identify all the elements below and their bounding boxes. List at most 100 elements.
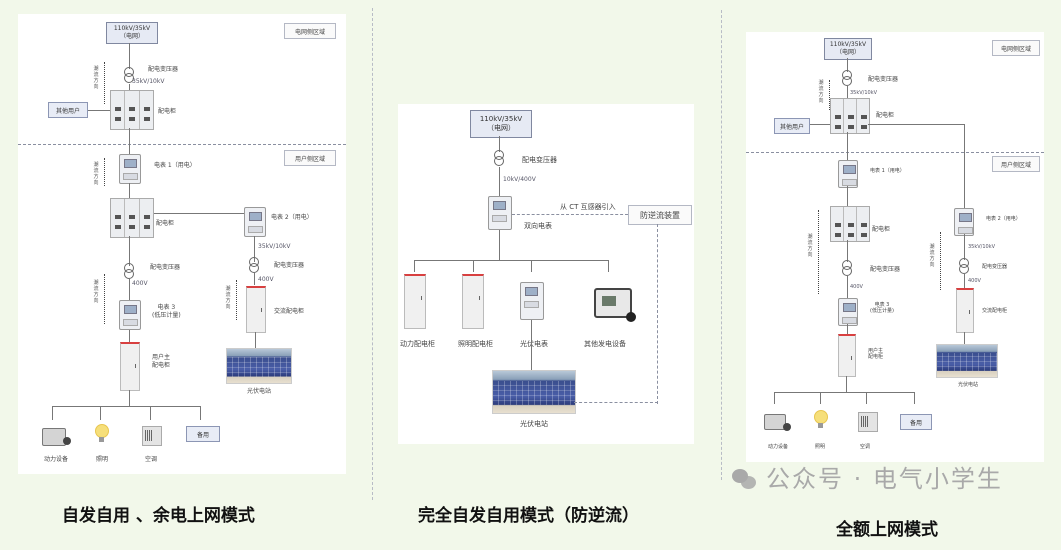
connector-line bbox=[868, 124, 964, 125]
transformer-icon bbox=[124, 263, 134, 279]
flow-arrow-bidirectional bbox=[104, 158, 105, 186]
load-label: 空调 bbox=[860, 444, 871, 450]
connector-line bbox=[100, 406, 101, 420]
grid-source-voltage: 110kV/35kV bbox=[113, 25, 151, 33]
user-cabinet-subtitle: 配电柜 bbox=[152, 361, 171, 369]
connector-line bbox=[254, 273, 255, 285]
connector-line bbox=[847, 132, 848, 162]
connector-line bbox=[847, 276, 848, 298]
transformer-label: 配电变压器 bbox=[868, 76, 899, 83]
bidirectional-meter-label: 双向电表 bbox=[524, 222, 552, 230]
region-divider bbox=[746, 152, 1044, 153]
connector-line bbox=[473, 260, 474, 272]
ac-cabinet-icon bbox=[246, 286, 266, 333]
transformer-icon bbox=[124, 67, 134, 83]
grid-source-label: （电网） bbox=[487, 124, 515, 132]
power-cabinet-icon bbox=[404, 274, 426, 329]
switchgear-label: 配电柜 bbox=[872, 226, 891, 233]
pv-station-image bbox=[492, 370, 576, 414]
ac-cabinet-label: 交流配电柜 bbox=[982, 308, 1008, 314]
transformer-icon bbox=[249, 257, 259, 273]
load-label: 其他发电设备 bbox=[584, 340, 626, 348]
user-main-cabinet-icon bbox=[838, 334, 856, 377]
connector-line bbox=[414, 260, 415, 272]
load-label: 动力设备 bbox=[44, 456, 69, 463]
connector-line bbox=[129, 390, 130, 406]
meter-label: 电表 2（用电） bbox=[271, 214, 313, 221]
connector-line bbox=[254, 236, 255, 262]
user-cabinet-label: 用户主 配电柜 bbox=[152, 354, 170, 369]
user-region-label: 用户侧区域 bbox=[992, 156, 1040, 172]
meter-label: 电表 1（用电） bbox=[870, 168, 905, 174]
voltage-label: 400V bbox=[258, 276, 274, 283]
connector-line bbox=[847, 58, 848, 72]
meter3-title: 电表 3 bbox=[157, 304, 176, 311]
motor-icon bbox=[764, 414, 791, 431]
meter-icon bbox=[838, 160, 858, 188]
connector-line bbox=[129, 183, 130, 199]
user-cabinet-title: 用户主 bbox=[868, 348, 884, 354]
transformer-label: 配电变压器 bbox=[870, 266, 901, 273]
pv-station-image bbox=[936, 344, 998, 378]
connector-line bbox=[847, 240, 848, 262]
meter-icon bbox=[119, 154, 141, 184]
transformer-icon bbox=[842, 70, 852, 86]
grid-source-box: 110kV/35kV （电网） bbox=[824, 38, 872, 60]
connector-line bbox=[531, 320, 532, 370]
lighting-cabinet-icon bbox=[462, 274, 484, 329]
connector-line bbox=[808, 124, 830, 125]
feedback-line bbox=[657, 224, 658, 404]
load-label: 空调 bbox=[145, 456, 158, 463]
flow-direction-label: 潮流方向 bbox=[929, 244, 935, 268]
pv-station-label: 光伏电站 bbox=[958, 382, 979, 388]
connector-line bbox=[964, 332, 965, 344]
load-label: 动力配电柜 bbox=[400, 340, 435, 348]
other-users-box: 其他用户 bbox=[48, 102, 88, 118]
voltage-label: 400V bbox=[132, 280, 148, 287]
voltage-label: 35kV/10kV bbox=[258, 243, 291, 250]
load-bus-line bbox=[414, 260, 608, 261]
switchgear-label: 配电柜 bbox=[156, 220, 175, 227]
connector-line bbox=[52, 406, 53, 420]
load-bus-line bbox=[52, 406, 200, 407]
ct-label: 从 CT 互感器引入 bbox=[560, 203, 616, 211]
connector-line bbox=[847, 186, 848, 206]
meter3-subtitle: (低压计量) bbox=[870, 308, 894, 315]
flow-arrow-down bbox=[104, 274, 105, 324]
connector-line bbox=[499, 230, 500, 260]
connector-line bbox=[820, 392, 821, 404]
voltage-label: 35kV/10kV bbox=[850, 90, 878, 96]
user-cabinet-title: 用户主 bbox=[152, 354, 171, 361]
switchgear-icon bbox=[830, 206, 870, 242]
user-cabinet-subtitle: 配电柜 bbox=[868, 354, 884, 361]
transformer-icon bbox=[959, 258, 969, 274]
load-label: 光伏电表 bbox=[520, 340, 548, 348]
user-region-label: 用户侧区域 bbox=[284, 150, 336, 166]
connector-line bbox=[150, 406, 151, 420]
air-conditioner-icon bbox=[858, 412, 878, 432]
connector-line bbox=[774, 392, 775, 404]
connector-line bbox=[847, 324, 848, 334]
transformer-label: 配电变压器 bbox=[522, 156, 557, 164]
grid-region-label: 电网侧区域 bbox=[284, 23, 336, 39]
connector-line bbox=[914, 392, 915, 404]
spare-load-box: 备用 bbox=[186, 426, 220, 442]
switchgear-label: 配电柜 bbox=[158, 108, 177, 115]
user-main-cabinet-icon bbox=[120, 342, 140, 391]
flow-direction-label: 潮流方向 bbox=[93, 162, 99, 186]
grid-source-label: （电网） bbox=[835, 49, 860, 56]
caption-full-self-use: 完全自发自用模式（防逆流） bbox=[418, 506, 639, 526]
connector-line bbox=[86, 110, 110, 111]
anti-backflow-device-box: 防逆流装置 bbox=[628, 205, 692, 225]
load-label: 照明 bbox=[815, 444, 826, 450]
caption-self-use-surplus: 自发自用 、余电上网模式 bbox=[62, 506, 255, 526]
transformer-label: 配电变压器 bbox=[150, 264, 181, 271]
grid-region-label: 电网侧区域 bbox=[992, 40, 1040, 56]
meter3-title: 电表 3 bbox=[874, 302, 890, 308]
flow-direction-label: 潮流方向 bbox=[818, 80, 824, 104]
connector-line bbox=[129, 84, 130, 92]
connector-line bbox=[847, 86, 848, 100]
connector-line bbox=[154, 213, 254, 214]
spare-load-box: 备用 bbox=[900, 414, 932, 430]
connector-line bbox=[866, 392, 867, 404]
